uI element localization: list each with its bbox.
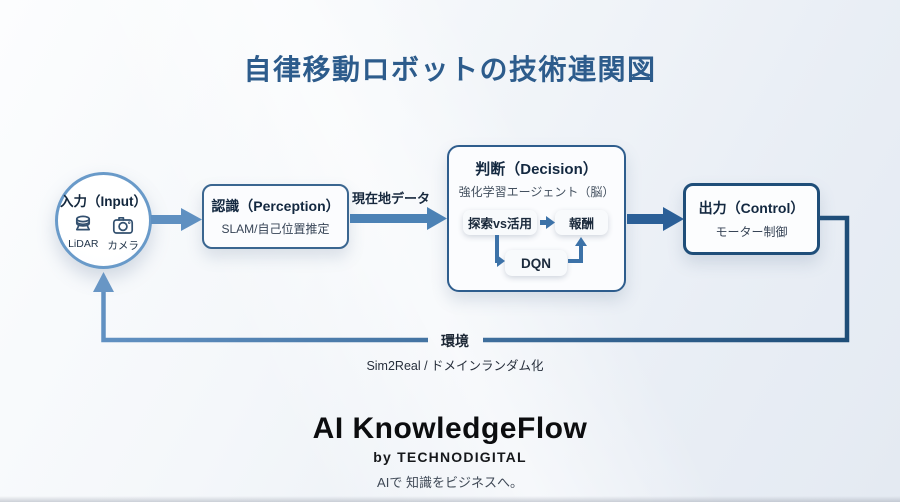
decision-title: 判断（Decision） — [475, 161, 598, 178]
sensor-row: LiDAR カメラ — [68, 214, 139, 253]
footer: AI KnowledgeFlow by TECHNODIGITAL AIで 知識… — [0, 412, 900, 491]
node-perception: 認識（Perception） SLAM/自己位置推定 — [202, 184, 349, 249]
feedback-arrowhead — [93, 272, 114, 292]
node-control: 出力（Control） モーター制御 — [683, 183, 820, 255]
control-subtitle: モーター制御 — [715, 225, 788, 239]
perception-title: 認識（Perception） — [211, 198, 340, 214]
feedback-sublabel-sim2real: Sim2Real / ドメインランダム化 — [366, 359, 544, 373]
brand-byline: by TECHNODIGITAL — [373, 449, 527, 465]
camera-label: カメラ — [107, 240, 139, 252]
lidar-label: LiDAR — [68, 238, 99, 250]
brand-logo-text: AI KnowledgeFlow — [312, 412, 588, 445]
node-input: 入力（Input） LiDAR カメラ — [55, 172, 152, 269]
chip-explore-vs-exploit: 探索vs活用 — [463, 210, 537, 235]
perception-subtitle: SLAM/自己位置推定 — [221, 222, 330, 236]
arrow-decision-to-control — [627, 207, 684, 231]
brand-tagline: AIで 知識をビジネスへ。 — [377, 475, 523, 490]
camera-icon — [113, 216, 134, 234]
control-title: 出力（Control） — [698, 200, 805, 216]
chip-reward: 報酬 — [555, 210, 608, 235]
sensor-lidar: LiDAR — [68, 214, 98, 253]
decision-subtitle: 強化学習エージェント（脳） — [458, 185, 615, 199]
edge-label-current-location-data: 現在地データ — [352, 191, 431, 206]
sensor-camera: カメラ — [107, 214, 139, 253]
arrow-perception-to-decision — [350, 207, 447, 230]
lidar-icon — [76, 215, 91, 231]
feedback-label-environment: 環境 — [441, 333, 469, 349]
page-title: 自律移動ロボットの技術連関図 — [243, 54, 657, 85]
chip-dqn: DQN — [505, 250, 567, 276]
bottom-edge-shadow — [0, 496, 900, 502]
input-title: 入力（Input） — [60, 194, 147, 209]
arrow-input-to-perception — [151, 208, 202, 231]
